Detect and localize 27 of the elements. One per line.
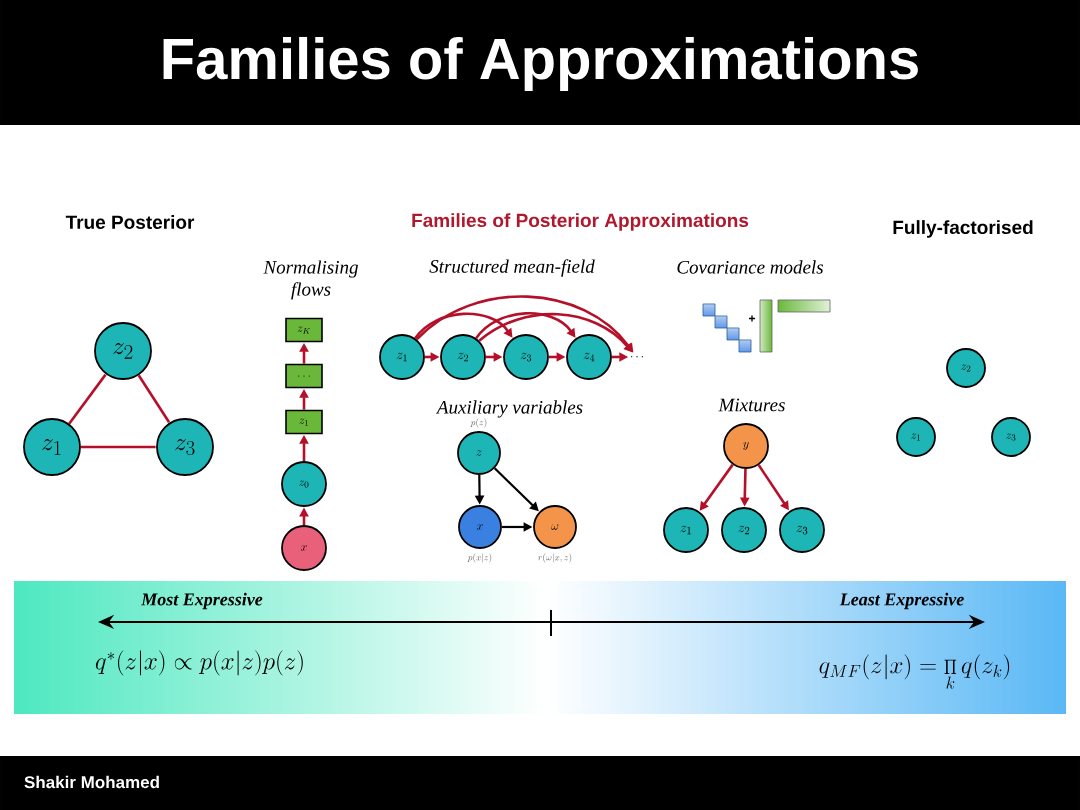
- arrow: [475, 312, 576, 340]
- arrow: [414, 312, 513, 340]
- flow-box: $z_K$: [285, 317, 323, 343]
- plus-sign: +: [749, 315, 755, 322]
- node-caption: $p(z)$: [470, 418, 487, 428]
- flow-box: $z_1$: [285, 409, 323, 435]
- formula: $q_{MF}(z|x) = \prod_k q(z_k)$: [819, 654, 1010, 689]
- arrow: [699, 463, 734, 511]
- axis-label: Least Expressive: [839, 592, 964, 610]
- section-heading: True Posterior: [65, 215, 195, 229]
- method-heading: Normalising flows: [263, 260, 358, 300]
- flow-box: $\dots$: [285, 363, 323, 389]
- formula: $q^*(z|x) \propto p(x|z)p(z)$: [95, 650, 303, 676]
- section-heading: Fully-factorised: [893, 220, 1033, 238]
- method-heading: Covariance models: [677, 260, 824, 274]
- title-bar: Families of Approximations: [0, 0, 1080, 125]
- author-name: Shakir Mohamed: [24, 775, 159, 789]
- method-heading: Auxiliary variables: [435, 400, 583, 418]
- node-caption: $r(\omega|x,z)$: [538, 553, 572, 563]
- node-caption: $p(x|z)$: [467, 553, 492, 563]
- method-heading: Structured mean-field: [429, 259, 595, 277]
- section-heading: Families of Posterior Approximations: [412, 213, 749, 231]
- edge-line: [137, 374, 171, 423]
- ellipsis-text: $\cdots$: [631, 356, 643, 358]
- edge-line: [80, 445, 156, 449]
- axis-label: Most Expressive: [141, 592, 263, 610]
- edge-line: [68, 373, 107, 425]
